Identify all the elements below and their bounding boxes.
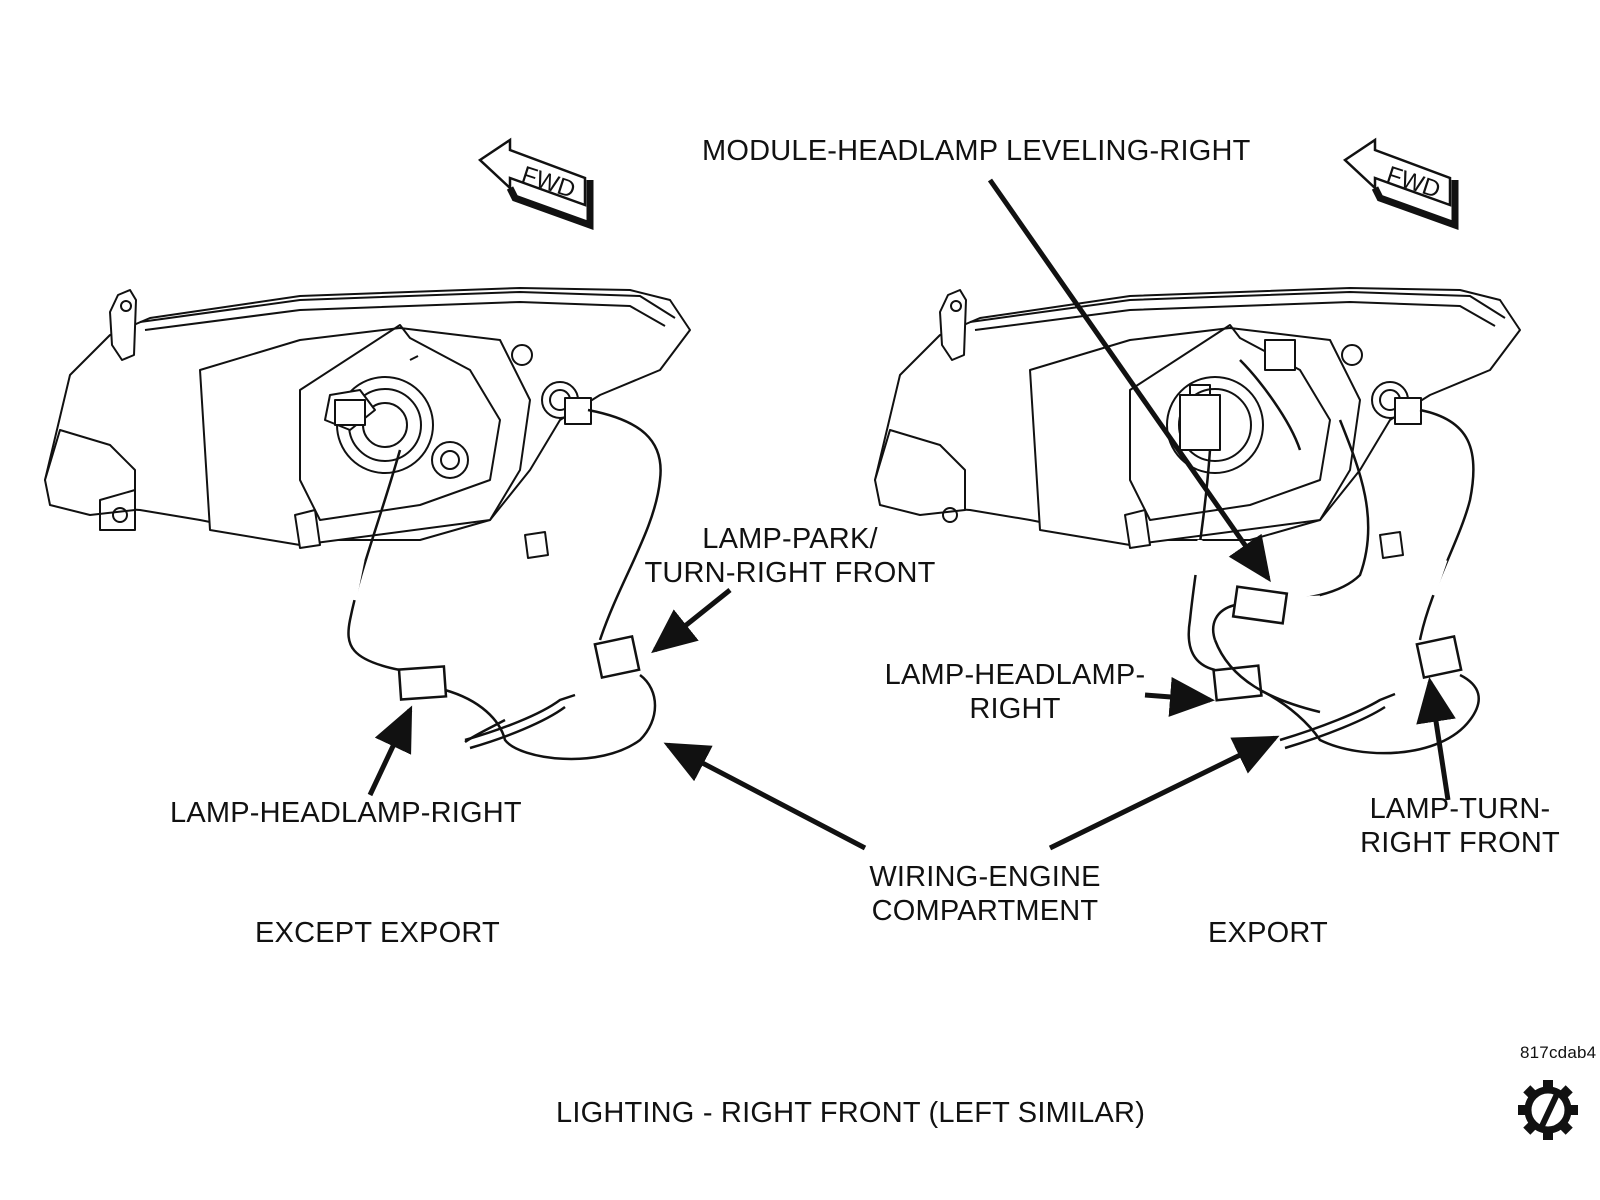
arrow-wiring-right	[1048, 735, 1280, 851]
callout-arrows	[367, 178, 1456, 851]
harness-export	[1187, 359, 1480, 755]
arrow-headlamp-right	[1144, 676, 1215, 717]
arrow-park-turn	[651, 588, 732, 654]
label-lamp-turn-right-front: LAMP-TURN- RIGHT FRONT	[1340, 792, 1580, 860]
headlamp-assembly-except-export	[44, 287, 691, 559]
fwd-arrow-right: FWD	[1342, 137, 1459, 230]
label-lamp-headlamp-right-export-line1: LAMP-HEADLAMP-	[884, 659, 1146, 691]
fwd-arrow-left: FWD	[477, 137, 594, 230]
arrow-headlamp-left	[367, 705, 413, 797]
label-wiring-line2: COMPARTMENT	[871, 895, 1099, 927]
arrow-turn	[1416, 677, 1456, 801]
fwd-label-left: FWD	[518, 161, 578, 204]
label-lamp-turn-line1: LAMP-TURN-	[1369, 793, 1551, 825]
label-lamp-headlamp-right: LAMP-HEADLAMP-RIGHT	[170, 797, 522, 829]
label-lamp-park-turn: LAMP-PARK/ TURN-RIGHT FRONT	[640, 522, 940, 590]
arrow-wiring-left	[663, 742, 867, 851]
label-lamp-park-turn-line1: LAMP-PARK/	[702, 523, 878, 555]
figure-id: 817cdab4	[1520, 1043, 1597, 1062]
label-lamp-turn-line2: RIGHT FRONT	[1360, 827, 1560, 859]
gear-with-slash-icon	[1518, 1080, 1578, 1140]
label-lamp-headlamp-right-export: LAMP-HEADLAMP- RIGHT	[870, 658, 1160, 726]
label-except-export: EXCEPT EXPORT	[255, 917, 500, 949]
fwd-label-right: FWD	[1383, 161, 1443, 204]
label-export: EXPORT	[1208, 917, 1328, 949]
headlamp-assembly-export	[874, 287, 1521, 559]
label-wiring-engine-compartment: WIRING-ENGINE COMPARTMENT	[835, 860, 1135, 928]
label-lamp-park-turn-line2: TURN-RIGHT FRONT	[644, 557, 936, 589]
label-wiring-line1: WIRING-ENGINE	[869, 861, 1101, 893]
figure-caption: LIGHTING - RIGHT FRONT (LEFT SIMILAR)	[556, 1097, 1146, 1129]
label-module-headlamp-leveling: MODULE-HEADLAMP LEVELING-RIGHT	[702, 135, 1251, 167]
label-lamp-headlamp-right-export-line2: RIGHT	[969, 693, 1061, 725]
harness-except-export	[347, 408, 662, 761]
arrow-module-leveling	[987, 178, 1271, 583]
